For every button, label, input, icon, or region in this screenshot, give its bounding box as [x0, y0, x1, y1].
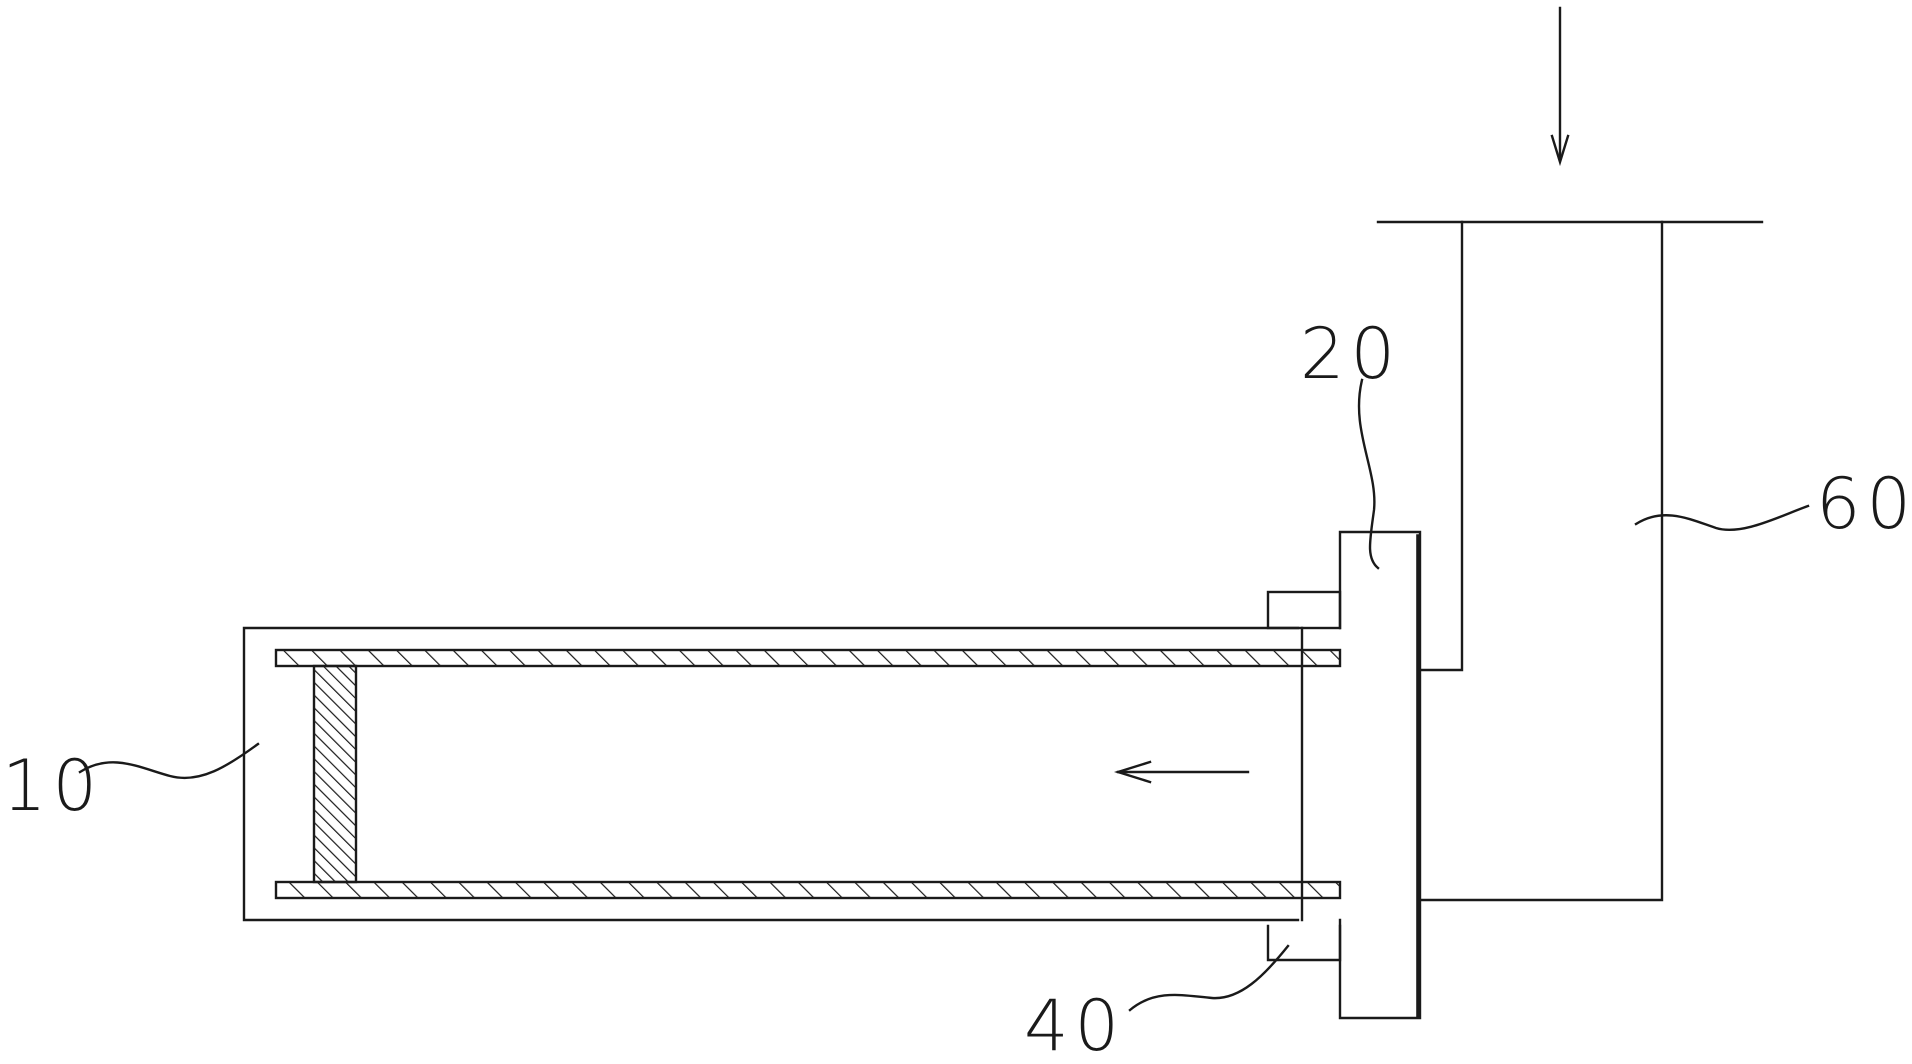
tube-walls: [274, 648, 1342, 900]
cylinder-body: [242, 626, 1300, 922]
motion-arrow: [1113, 760, 1250, 784]
piston: [312, 664, 358, 884]
end-plate: [1338, 530, 1422, 1020]
lower-block: [1266, 924, 1342, 962]
label-20: 20: [1300, 313, 1401, 395]
leader-line-20: [1357, 378, 1380, 570]
label-10: 10: [2, 745, 103, 827]
upper-block: [1266, 590, 1342, 630]
load-arrow: [1550, 6, 1570, 167]
tube-wall-top: [274, 648, 1342, 668]
frame: [1376, 220, 1764, 902]
tube-wall-bottom: [274, 880, 1342, 900]
leader-line-60: [1634, 504, 1810, 531]
label-60: 60: [1816, 463, 1912, 545]
label-40: 40: [1024, 985, 1125, 1064]
leader-line-40: [1128, 944, 1290, 1012]
leader-line-10: [78, 742, 260, 780]
